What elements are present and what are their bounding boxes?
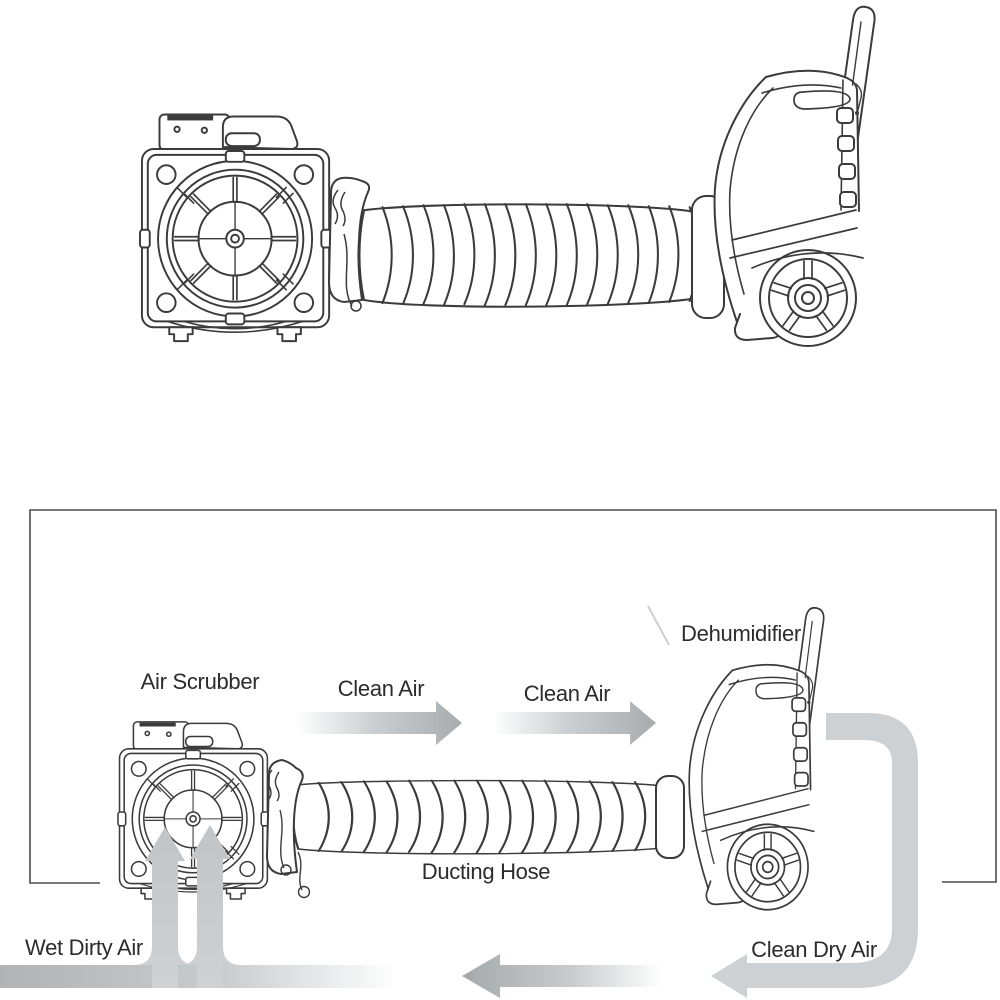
clean-air-arrow-first bbox=[296, 701, 462, 745]
air-scrubber-illustration-top bbox=[140, 115, 331, 342]
clean-dry-air-pipe-arrow bbox=[711, 713, 918, 998]
air-scrubber-label: Air Scrubber bbox=[140, 669, 260, 694]
return-air-arrow bbox=[462, 954, 660, 998]
wet-dirty-air-label: Wet Dirty Air bbox=[25, 935, 143, 960]
dehumidifier-illustration-bottom bbox=[689, 608, 823, 910]
bottom-scene bbox=[0, 608, 918, 998]
dehumidifier-illustration-top bbox=[715, 7, 875, 346]
clean-air-label-first: Clean Air bbox=[337, 676, 425, 701]
air-scrubber-illustration-bottom bbox=[118, 722, 269, 899]
hose-collar-bottom bbox=[655, 775, 685, 859]
clean-dry-air-label: Clean Dry Air bbox=[751, 937, 877, 962]
dehumidifier-label: Dehumidifier bbox=[681, 621, 801, 646]
top-scene bbox=[140, 7, 875, 346]
wet-dirty-air-arrows bbox=[134, 825, 241, 988]
hose-cuff-top bbox=[328, 176, 371, 312]
label-leader-line bbox=[647, 605, 670, 646]
ducting-hose-label: Ducting Hose bbox=[421, 859, 551, 884]
clean-air-arrow-second bbox=[492, 701, 656, 745]
ducting-hose-illustration-bottom bbox=[292, 779, 669, 855]
ducting-hose-illustration-top bbox=[358, 203, 700, 308]
schematic-frame bbox=[29, 509, 997, 884]
hose-cuff-bottom bbox=[266, 759, 311, 899]
clean-air-label-second: Clean Air bbox=[523, 681, 611, 706]
